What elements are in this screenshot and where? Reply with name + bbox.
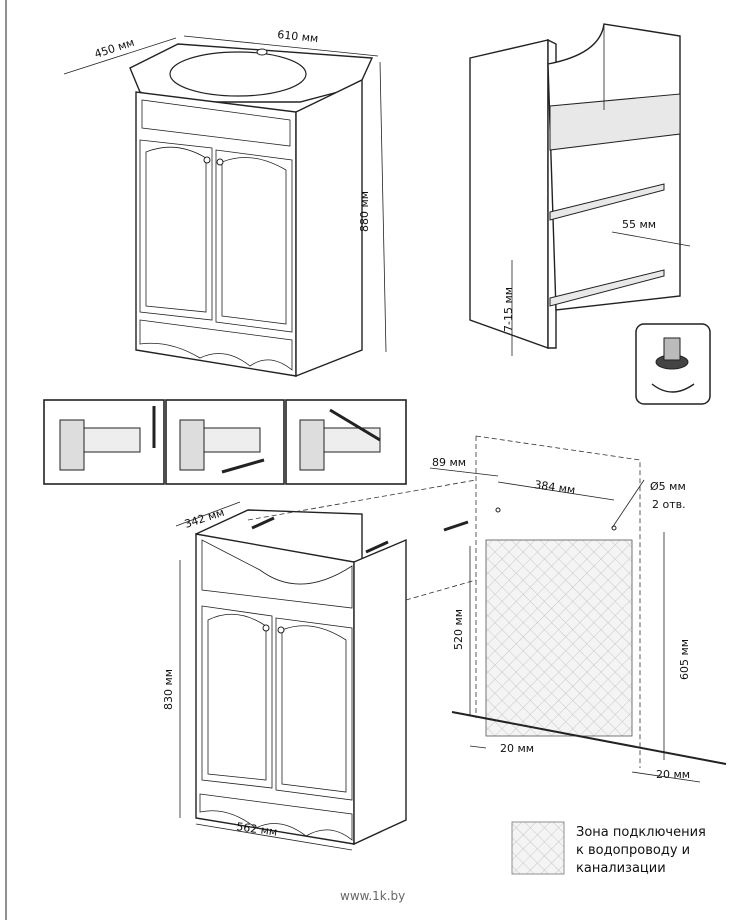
floor-line bbox=[451, 711, 727, 765]
hole-diameter-label: Ø5 мм bbox=[650, 480, 686, 493]
zone-right-dim-line bbox=[631, 771, 701, 783]
faucet-hole bbox=[256, 48, 268, 56]
frame-view bbox=[469, 23, 691, 356]
step-dim-line bbox=[611, 231, 691, 247]
zone-left-label: 20 мм bbox=[500, 742, 534, 755]
cabinet-top-panel bbox=[201, 539, 353, 609]
top-width-label: 610 мм bbox=[277, 28, 319, 45]
wall-height-label: 605 мм bbox=[678, 639, 691, 680]
cabinet-left-door-panel bbox=[207, 613, 267, 781]
plinth bbox=[139, 319, 293, 371]
right-door bbox=[215, 149, 293, 333]
projection-lines bbox=[247, 479, 477, 601]
hole-count-label: 2 отв. bbox=[652, 498, 686, 511]
cabinet-side bbox=[353, 538, 407, 846]
cab-width-dim-line bbox=[195, 823, 353, 851]
left-door-panel bbox=[145, 146, 207, 313]
foot-label: 7-15 мм bbox=[502, 287, 515, 332]
step-label: 55 мм bbox=[622, 218, 656, 231]
frame-back bbox=[547, 23, 681, 311]
upper-panel bbox=[141, 99, 291, 147]
mount-hole bbox=[495, 507, 501, 513]
cab-height-label: 830 мм bbox=[162, 669, 175, 710]
legend-line-3: канализации bbox=[576, 861, 666, 876]
top-height-label: 880 мм bbox=[358, 191, 371, 232]
zone-left-dim-line bbox=[469, 745, 487, 749]
cabinet-right-door bbox=[275, 617, 353, 801]
left-door bbox=[139, 139, 213, 321]
cab-width-label: 562 мм bbox=[236, 820, 279, 839]
cabinet-knob bbox=[262, 624, 270, 632]
watermark: www.1k.by bbox=[340, 889, 405, 903]
zone-height-label: 520 мм bbox=[452, 609, 465, 650]
legend: Зона подключения к водопроводу и канализ… bbox=[511, 821, 706, 876]
back-rail bbox=[549, 93, 681, 151]
wall-plan bbox=[247, 435, 727, 783]
top-depth-label: 450 мм bbox=[93, 36, 136, 61]
right-door-panel bbox=[221, 157, 287, 325]
cabinet-body bbox=[175, 501, 585, 851]
door-knob bbox=[216, 158, 224, 166]
cabinet-knob bbox=[277, 626, 285, 634]
legend-line-1: Зона подключения bbox=[576, 825, 706, 840]
hole-spacing-label: 384 мм bbox=[534, 478, 577, 497]
rotate-arrow-icon bbox=[651, 383, 695, 393]
height-dim-line bbox=[379, 61, 387, 353]
width-dim-line bbox=[183, 35, 379, 57]
vanity-side bbox=[295, 78, 363, 378]
foot-adjuster-inset bbox=[635, 323, 711, 405]
shelf-upper bbox=[549, 183, 665, 221]
basin-bowl bbox=[169, 51, 307, 97]
door-knob bbox=[203, 156, 211, 164]
depth-dim-line bbox=[63, 37, 177, 75]
hole-spacing-dim-line bbox=[497, 481, 615, 501]
screw bbox=[443, 520, 469, 532]
hole-offset-dim-line bbox=[429, 467, 499, 477]
hinge-steps bbox=[43, 399, 407, 485]
screw bbox=[251, 516, 275, 530]
legend-line-2: к водопроводу и bbox=[576, 843, 690, 858]
cabinet-right-door-panel bbox=[281, 625, 347, 793]
zone-right-label: 20 мм bbox=[656, 768, 690, 781]
screw bbox=[365, 540, 389, 554]
assembled-vanity bbox=[63, 35, 387, 378]
wall-outline bbox=[475, 435, 641, 768]
cab-depth-dim-line bbox=[175, 501, 241, 527]
connection-zone bbox=[485, 539, 633, 737]
hole-offset-label: 89 мм bbox=[432, 456, 466, 469]
diagonal-arrow-icon bbox=[329, 408, 381, 442]
cabinet-left-door bbox=[201, 605, 273, 789]
legend-swatch bbox=[511, 821, 565, 875]
left-right-arrow-icon bbox=[221, 458, 265, 474]
hole-leader-line bbox=[611, 479, 645, 529]
cabinet-plinth bbox=[199, 793, 353, 841]
shelf-lower bbox=[549, 269, 665, 307]
